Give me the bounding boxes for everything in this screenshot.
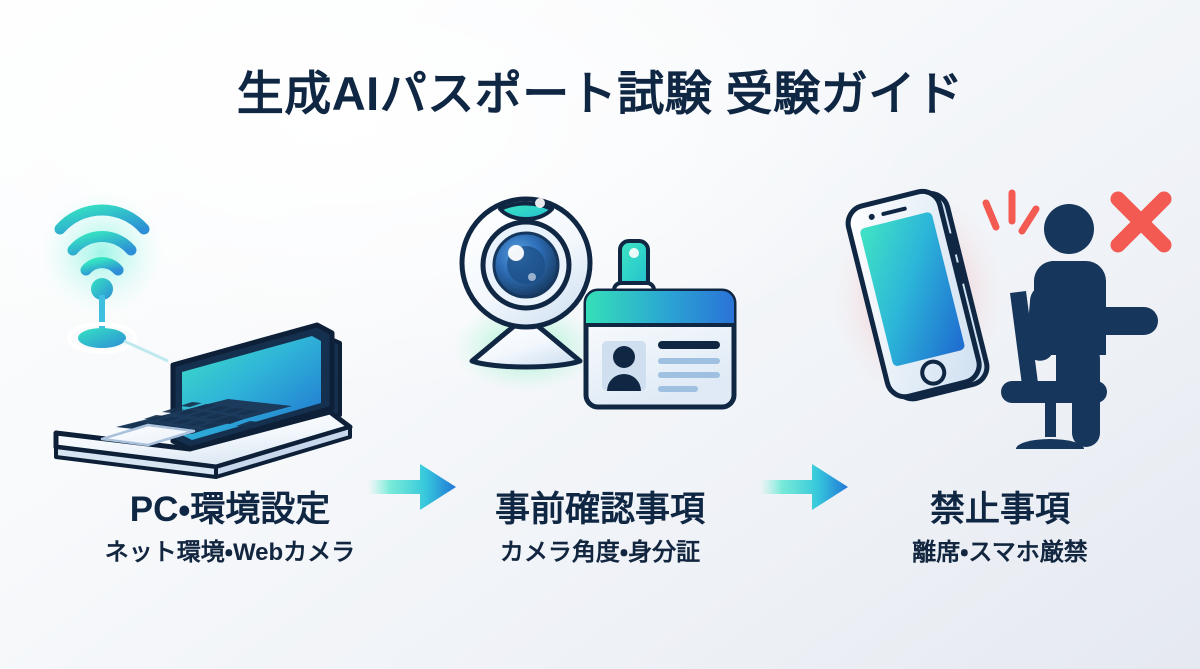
step-2-caption: 事前確認事項 カメラ角度・身分証 <box>430 490 770 567</box>
wifi-base <box>78 328 126 348</box>
step-2-illustration <box>440 160 760 470</box>
webcam-lens-highlight <box>508 245 524 261</box>
person-head <box>1044 204 1094 254</box>
id-card-line-2 <box>658 358 720 364</box>
webcam-icon <box>459 196 593 370</box>
wifi-signal-icon <box>54 204 150 276</box>
id-card-line-4 <box>658 386 698 392</box>
laptop-base-side <box>214 425 352 479</box>
id-card-clip-highlight <box>629 248 639 258</box>
wifi-stem <box>99 295 105 333</box>
arrow-right-icon <box>368 464 456 510</box>
wifi-link-line <box>123 339 169 363</box>
step-1-caption: PC・環境設定 ネット環境・Webカメラ <box>30 490 430 567</box>
phone-camera-dot <box>868 213 875 220</box>
step-1-illustration <box>40 160 370 479</box>
connector-arrow-1 <box>368 456 458 518</box>
laptop-scene <box>40 160 370 479</box>
webcam-stand <box>469 314 583 370</box>
step-2-subtitle: カメラ角度・身分証 <box>499 539 701 567</box>
smartphone-icon <box>845 188 990 402</box>
laptop-wifi-graphic <box>40 191 353 479</box>
chair-base <box>1016 439 1084 449</box>
phone-home-button <box>920 359 947 386</box>
webcam-lens-highlight-small <box>528 273 536 281</box>
captions-row: PC・環境設定 ネット環境・Webカメラ 事前確認事項 カメラ角度・身分証 禁止… <box>0 490 1200 610</box>
id-card-icon <box>583 239 737 410</box>
prohibited-scene <box>832 160 1172 470</box>
person-front-arm <box>1090 307 1158 335</box>
person-back-arm <box>1026 285 1061 361</box>
phone-volume-down-button <box>955 262 965 284</box>
page-title: 生成AIパスポート試験 受験ガイド <box>236 67 964 120</box>
chair-icon <box>1001 291 1107 449</box>
id-card-header <box>586 291 734 325</box>
connector-arrow-2 <box>760 456 850 518</box>
chair-backrest <box>1010 291 1038 385</box>
id-card-photo-head <box>613 346 635 368</box>
laptop-trackpad <box>100 423 196 447</box>
webcam-id-scene <box>440 160 760 470</box>
chair-post <box>1045 401 1056 437</box>
wifi-node <box>91 278 113 300</box>
red-x-icon <box>1110 191 1172 253</box>
phone-ringing-icon <box>982 189 1040 235</box>
step-1-subtitle: ネット環境・Webカメラ <box>104 539 356 567</box>
person-hip <box>1056 351 1098 381</box>
phone-volume-up-button <box>947 233 958 255</box>
person-leaving-seat-icon <box>1026 204 1158 447</box>
id-card-line-1 <box>658 341 720 349</box>
webcam-idcard-graphic <box>454 196 737 410</box>
laptop-icon <box>53 322 353 479</box>
illustration-stage <box>0 160 1200 510</box>
id-card-line-3 <box>658 372 720 378</box>
phone-speaker <box>881 206 907 216</box>
step-2-title: 事前確認事項 <box>494 490 705 529</box>
step-3-title: 禁止事項 <box>929 490 1070 529</box>
step-3-illustration <box>832 160 1172 470</box>
id-card-photo-body <box>607 374 641 391</box>
phone-screen <box>860 212 965 366</box>
step-3-caption: 禁止事項 離席・スマホ厳禁 <box>820 490 1180 567</box>
wifi-base-ring <box>67 322 137 354</box>
webcam-indicator <box>498 201 554 222</box>
arrow-right-icon <box>760 464 848 510</box>
webcam-indicator-highlight <box>535 198 545 208</box>
step-1-title: PC・環境設定 <box>129 490 331 529</box>
step-3-subtitle: 離席・スマホ厳禁 <box>912 539 1088 567</box>
phone-person-graphic <box>832 187 1172 449</box>
